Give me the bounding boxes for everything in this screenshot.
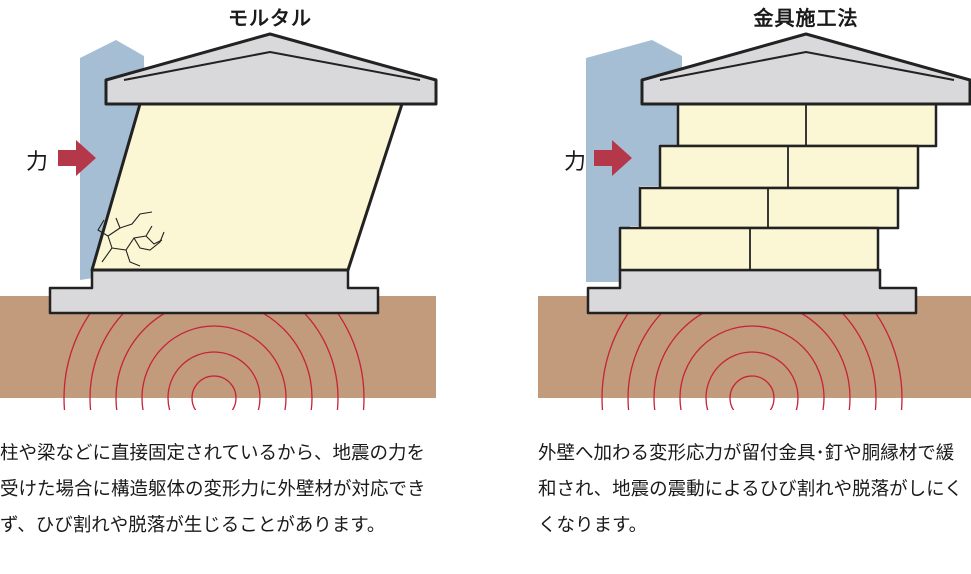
right-description: 外壁へ加わる変形応力が留付金具･釘や胴縁材で緩和され、地震の震動によるひび割れや… [538, 443, 963, 536]
roof-left [104, 32, 438, 106]
foundation-left [48, 268, 380, 315]
right-title: 金具施工法 [753, 6, 859, 30]
force-label-right: 力 [564, 150, 587, 175]
crack-lines [97, 211, 165, 267]
siding-panels [618, 102, 938, 272]
force-arrow-right [594, 140, 632, 176]
force-arrow-left [58, 140, 96, 176]
panel-joints [749, 104, 807, 270]
force-label-left: 力 [26, 150, 49, 175]
left-description: 柱や梁などに直接固定されているから、地震の力を受けた場合に構造躯体の変形力に外壁… [0, 443, 426, 536]
comparison-diagram [0, 32, 971, 410]
left-title: モルタル [228, 6, 312, 30]
roof-right [640, 32, 971, 106]
foundation-right [586, 268, 918, 315]
